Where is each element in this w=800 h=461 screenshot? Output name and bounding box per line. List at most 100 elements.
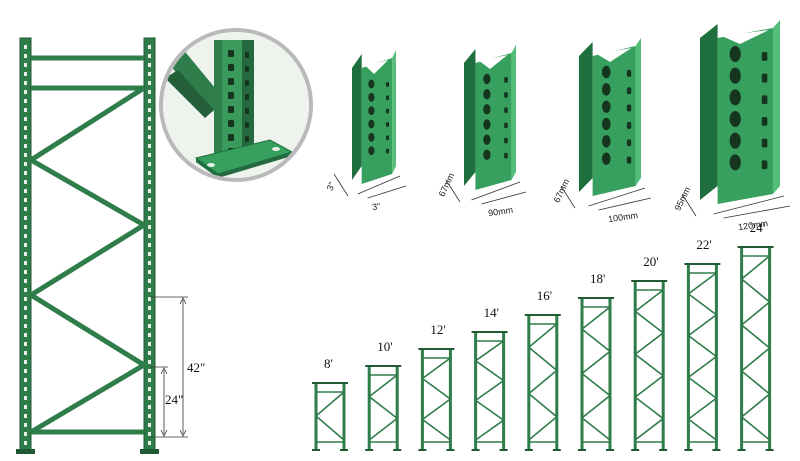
frame-height-12ft: 12'	[418, 322, 455, 451]
frame-diagonal-bracing	[421, 357, 452, 441]
upright-flange	[392, 50, 396, 174]
upright-profile: 95mm 120mm	[673, 20, 791, 232]
upright-depth-label: 67mm	[437, 171, 457, 198]
upright-slot	[483, 119, 491, 130]
upright-slot	[385, 135, 390, 141]
upright-width-label: 90mm	[487, 205, 513, 218]
main-frame	[16, 37, 159, 454]
frame-height-24ft: 24'	[737, 220, 774, 451]
upright-side-wall	[579, 42, 593, 192]
upright-slot	[368, 146, 375, 156]
upright-slot	[483, 104, 491, 115]
upright-slot	[729, 132, 741, 149]
frame-height-series: 8' 10' 12' 14' 16' 18' 20' 22' 24'	[312, 220, 774, 451]
upright-slot	[761, 95, 768, 105]
frame-post	[395, 365, 399, 450]
dimension-24-label: 24"	[165, 392, 183, 407]
upright-slot	[504, 152, 508, 159]
upright-slot	[504, 137, 508, 144]
frame-height-label: 12'	[430, 322, 445, 337]
upright-slot	[626, 104, 632, 112]
upright-side-wall	[464, 49, 476, 186]
frame-height-16ft: 16'	[524, 288, 561, 451]
upright-slot	[368, 92, 375, 102]
frame-diagonal-bracing	[687, 272, 718, 441]
frame-height-label: 10'	[377, 339, 392, 354]
frame-post	[555, 314, 559, 450]
upright-width-label: 120mm	[737, 218, 768, 232]
frame-height-10ft: 10'	[365, 339, 402, 451]
upright-flange	[635, 38, 641, 186]
upright-slot	[504, 107, 508, 114]
upright-depth-label: 95mm	[673, 185, 693, 212]
upright-slot	[761, 117, 768, 126]
frame-post	[686, 263, 690, 450]
upright-slot	[601, 83, 611, 96]
frame-diagonal-bracing	[474, 340, 505, 441]
upright-slot	[385, 82, 390, 87]
upright-depth-label: 3"	[325, 181, 338, 193]
frame-height-label: 22'	[696, 237, 711, 252]
upright-dimension-lines	[681, 193, 791, 219]
frame-height-label: 24'	[750, 220, 765, 235]
frame-post	[740, 246, 744, 450]
upright-slot	[504, 92, 508, 98]
upright-slot	[483, 88, 491, 100]
upright-slot	[729, 46, 741, 62]
frame-post	[420, 348, 424, 450]
frame-diagonal-bracing	[367, 374, 399, 441]
upright-front-face	[475, 53, 512, 190]
frame-height-label: 14'	[484, 305, 499, 320]
upright-slot	[368, 79, 375, 89]
upright-slot	[483, 134, 491, 145]
upright-slot	[385, 95, 390, 101]
upright-width-label: 100mm	[607, 210, 638, 224]
upright-slot	[483, 149, 491, 161]
main-frame-foot	[16, 449, 35, 454]
upright-profile: 67mm 100mm	[552, 38, 652, 224]
upright-slot	[368, 132, 375, 142]
upright-slot	[385, 108, 390, 114]
upright-front-face	[361, 58, 393, 184]
base-plate-detail-icon	[159, 28, 313, 182]
frame-height-label: 8'	[324, 356, 333, 371]
frame-height-14ft: 14'	[471, 305, 508, 451]
upright-slot	[385, 122, 390, 127]
frame-post	[608, 297, 612, 450]
upright-slot	[368, 119, 375, 129]
frame-post	[367, 365, 371, 450]
upright-slot	[761, 160, 768, 170]
upright-slot	[626, 87, 632, 95]
frame-post	[633, 280, 637, 450]
upright-slot	[504, 122, 508, 129]
frame-height-18ft: 18'	[578, 271, 614, 451]
upright-slot	[729, 154, 741, 171]
main-frame-holes	[24, 45, 151, 445]
frame-diagonal-bracing	[527, 323, 559, 441]
upright-depth-label: 67mm	[552, 177, 572, 204]
frame-height-8ft: 8'	[312, 356, 348, 451]
upright-side-wall	[352, 54, 362, 180]
upright-slot	[601, 117, 611, 131]
frame-post	[502, 331, 506, 450]
upright-slot	[761, 52, 768, 61]
main-frame-diagonal-bracing	[26, 85, 149, 435]
upright-profile: 67mm 90mm	[437, 45, 527, 218]
frame-post	[527, 314, 531, 450]
main-frame-foot	[140, 449, 159, 454]
upright-flange	[511, 45, 516, 180]
upright-slot	[626, 70, 632, 77]
upright-slot	[385, 148, 390, 154]
frame-height-label: 20'	[643, 254, 658, 269]
upright-front-face	[592, 46, 636, 196]
upright-slot	[601, 135, 611, 148]
upright-slot	[601, 100, 611, 113]
upright-slot	[601, 65, 611, 79]
frame-diagonal-bracing	[580, 306, 612, 441]
main-frame-dimensions	[150, 296, 188, 438]
frame-diagonal-bracing	[740, 255, 771, 441]
upright-slot	[729, 89, 741, 106]
upright-flange	[772, 20, 780, 194]
